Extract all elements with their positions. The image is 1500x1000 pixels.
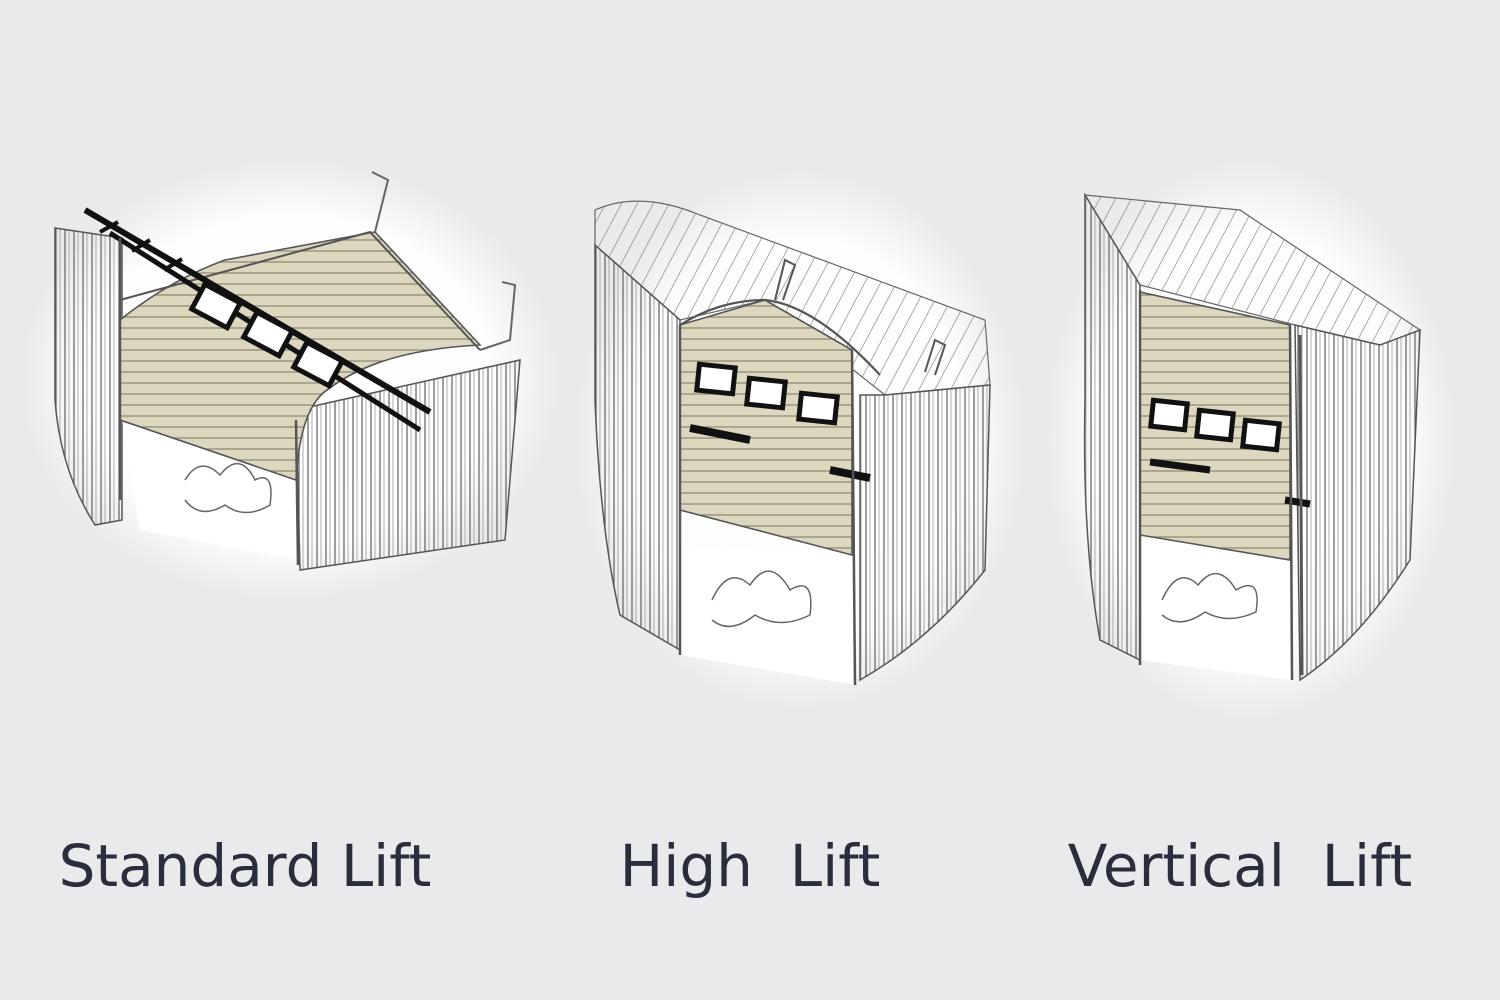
standard-lift-label: Standard Lift (58, 832, 432, 900)
vertical-lift-door-icon (1045, 160, 1455, 720)
high-lift-label: High Lift (619, 832, 881, 900)
high-lift-door-icon (575, 170, 1025, 710)
vertical-lift-label: Vertical Lift (1067, 832, 1413, 900)
standard-lift-door-icon (20, 160, 560, 600)
